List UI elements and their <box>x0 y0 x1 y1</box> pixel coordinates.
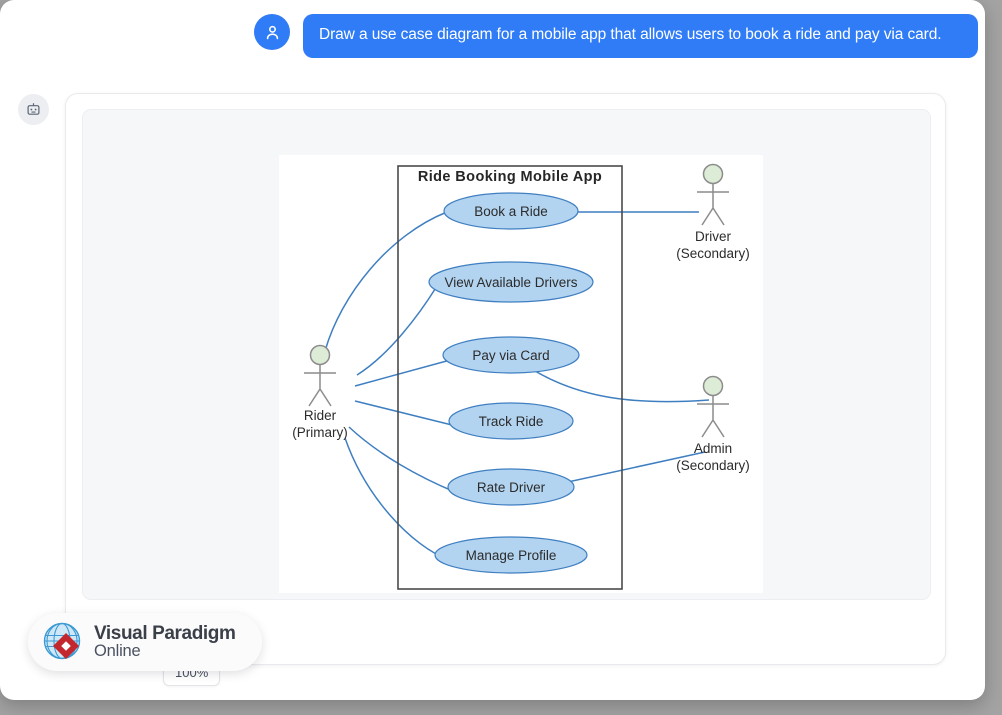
use-case-ellipse <box>428 261 594 303</box>
globe-diamond-logo <box>43 622 81 660</box>
use-case-label: Pay via Card <box>472 348 549 363</box>
use-case-label: Book a Ride <box>474 204 548 219</box>
use-case-ellipse <box>434 536 588 574</box>
use-case-ellipse <box>447 468 575 506</box>
use-cases: Book a Ride View Available Drivers Pay v… <box>428 192 594 574</box>
user-avatar <box>254 14 290 50</box>
use-case-ellipse <box>443 192 579 230</box>
actor-name: Driver <box>695 229 732 244</box>
brand-line-2: Online <box>94 642 141 661</box>
actor-name: Rider <box>304 408 337 423</box>
actor-figure <box>697 375 729 438</box>
actor-role: (Primary) <box>292 425 348 440</box>
use-case-label: Track Ride <box>479 414 544 429</box>
use-case-label: Rate Driver <box>477 480 546 495</box>
use-case-label: View Available Drivers <box>444 275 577 290</box>
actor-role: (Secondary) <box>676 246 750 261</box>
diagram-canvas[interactable]: Ride Booking Mobile App Book a Ride View… <box>82 109 931 600</box>
actor-role: (Secondary) <box>676 458 750 473</box>
actor-figure <box>304 344 336 407</box>
user-message: Draw a use case diagram for a mobile app… <box>254 14 978 58</box>
robot-icon <box>27 103 40 115</box>
user-icon <box>266 25 278 39</box>
system-boundary-box <box>397 165 623 590</box>
use-case-ellipse <box>448 402 574 440</box>
use-case-diagram-svg: Ride Booking Mobile App Book a Ride View… <box>292 163 750 590</box>
assistant-avatar <box>18 94 49 125</box>
link-rider-rate-driver <box>348 426 456 493</box>
link-rider-book-a-ride <box>324 211 448 352</box>
visual-paradigm-wordmark: Visual Paradigm Online <box>94 624 236 660</box>
link-rider-pay-via-card <box>354 358 455 387</box>
use-case-ellipse <box>442 336 580 374</box>
link-admin-pay-via-card <box>526 365 710 403</box>
use-case-manage-profile[interactable]: Manage Profile <box>434 536 588 574</box>
link-rider-track-ride <box>354 400 457 427</box>
chat-result-page: Draw a use case diagram for a mobile app… <box>0 0 985 700</box>
actor-admin[interactable]: Admin (Secondary) <box>676 375 750 474</box>
actor-name: Admin <box>694 441 732 456</box>
use-case-label: Manage Profile <box>466 548 557 563</box>
visual-paradigm-logo: Visual Paradigm Online <box>28 613 262 671</box>
system-boundary-title: Ride Booking Mobile App <box>418 169 602 185</box>
link-rider-view-available-drivers <box>356 285 438 376</box>
actor-rider[interactable]: Rider (Primary) <box>292 344 348 441</box>
use-case-view-available-drivers[interactable]: View Available Drivers <box>428 261 594 303</box>
system-boundary: Ride Booking Mobile App <box>397 165 623 590</box>
actor-figure <box>697 163 729 226</box>
use-case-rate-driver[interactable]: Rate Driver <box>447 468 575 506</box>
brand-line-1: Visual Paradigm <box>94 622 236 644</box>
use-case-pay-via-card[interactable]: Pay via Card <box>442 336 580 374</box>
use-case-book-a-ride[interactable]: Book a Ride <box>443 192 579 230</box>
actor-driver[interactable]: Driver (Secondary) <box>676 163 750 262</box>
user-message-text: Draw a use case diagram for a mobile app… <box>303 14 978 58</box>
use-case-track-ride[interactable]: Track Ride <box>448 402 574 440</box>
diagram-sheet: Ride Booking Mobile App Book a Ride View… <box>279 155 763 593</box>
actors: Rider (Primary) Driver (Secondary) <box>292 163 750 474</box>
diagram-result-card: Ride Booking Mobile App Book a Ride View… <box>65 93 946 686</box>
